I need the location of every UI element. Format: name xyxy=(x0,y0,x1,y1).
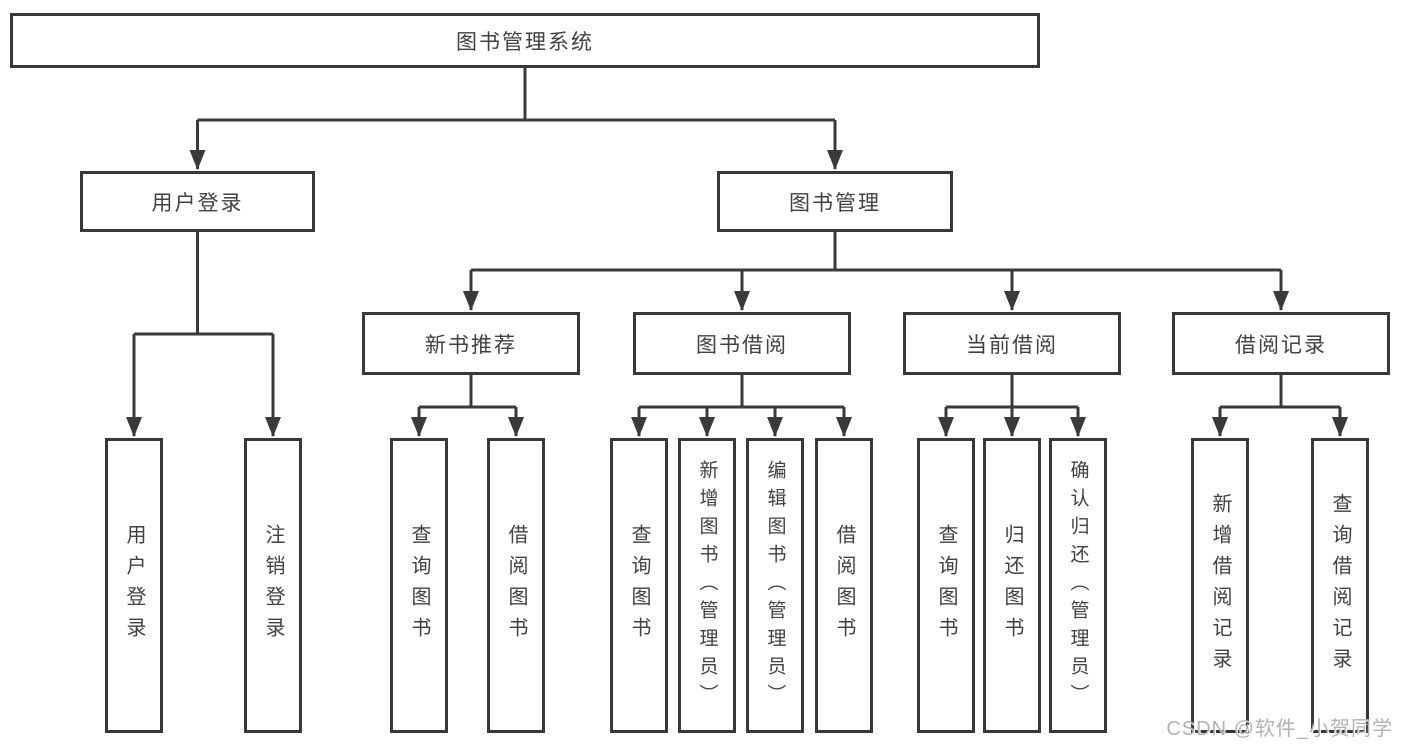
node-root-library-system: 图书管理系统 xyxy=(10,13,1040,68)
leaf-query-books-current: 查询图书 xyxy=(917,438,975,733)
leaf-borrow-books-recommend-label: 借阅图书 xyxy=(505,523,527,648)
leaf-query-borrow-record-label: 查询借阅记录 xyxy=(1329,492,1351,679)
node-new-book-recommend: 新书推荐 xyxy=(362,312,580,375)
leaf-edit-book-admin-label: 编辑图书（管理员） xyxy=(764,459,786,712)
leaf-query-books-recommend: 查询图书 xyxy=(390,438,448,733)
node-book-borrowing: 图书借阅 xyxy=(633,312,851,375)
leaf-borrow-books-recommend: 借阅图书 xyxy=(487,438,545,733)
node-current-borrowing: 当前借阅 xyxy=(903,312,1121,375)
node-root-label: 图书管理系统 xyxy=(456,30,594,54)
leaf-confirm-return-admin-label: 确认归还（管理员） xyxy=(1067,459,1089,712)
leaf-query-books-recommend-label: 查询图书 xyxy=(408,523,430,648)
leaf-add-book-admin: 新增图书（管理员） xyxy=(678,438,736,733)
leaf-query-books-current-label: 查询图书 xyxy=(935,523,957,648)
node-borrowing-records: 借阅记录 xyxy=(1172,312,1390,375)
leaf-add-book-admin-label: 新增图书（管理员） xyxy=(696,459,718,712)
csdn-watermark: CSDN @软件_小贺同学 xyxy=(1166,718,1393,740)
leaf-user-login-label: 用户登录 xyxy=(123,523,145,648)
leaf-return-book: 归还图书 xyxy=(983,438,1041,733)
leaf-edit-book-admin: 编辑图书（管理员） xyxy=(746,438,804,733)
leaf-query-books-borrowing-label: 查询图书 xyxy=(628,523,650,648)
node-user-login-label: 用户登录 xyxy=(151,191,244,215)
leaf-add-borrow-record-label: 新增借阅记录 xyxy=(1209,492,1231,679)
leaf-confirm-return-admin: 确认归还（管理员） xyxy=(1049,438,1107,733)
leaf-return-book-label: 归还图书 xyxy=(1001,523,1023,648)
node-current-borrowing-label: 当前借阅 xyxy=(966,333,1058,357)
leaf-user-login: 用户登录 xyxy=(105,438,163,733)
node-book-management: 图书管理 xyxy=(717,171,953,232)
node-book-management-label: 图书管理 xyxy=(789,191,881,215)
leaf-query-borrow-record: 查询借阅记录 xyxy=(1311,438,1369,733)
leaf-logout: 注销登录 xyxy=(244,438,302,733)
leaf-borrow-books-borrowing-label: 借阅图书 xyxy=(833,523,855,648)
leaf-borrow-books-borrowing: 借阅图书 xyxy=(815,438,873,733)
leaf-query-books-borrowing: 查询图书 xyxy=(610,438,668,733)
node-borrowing-records-label: 借阅记录 xyxy=(1235,333,1327,357)
leaf-logout-label: 注销登录 xyxy=(262,523,284,648)
node-book-borrowing-label: 图书借阅 xyxy=(696,333,788,357)
leaf-add-borrow-record: 新增借阅记录 xyxy=(1191,438,1249,733)
node-user-login: 用户登录 xyxy=(80,171,315,232)
node-new-book-recommend-label: 新书推荐 xyxy=(425,333,517,357)
